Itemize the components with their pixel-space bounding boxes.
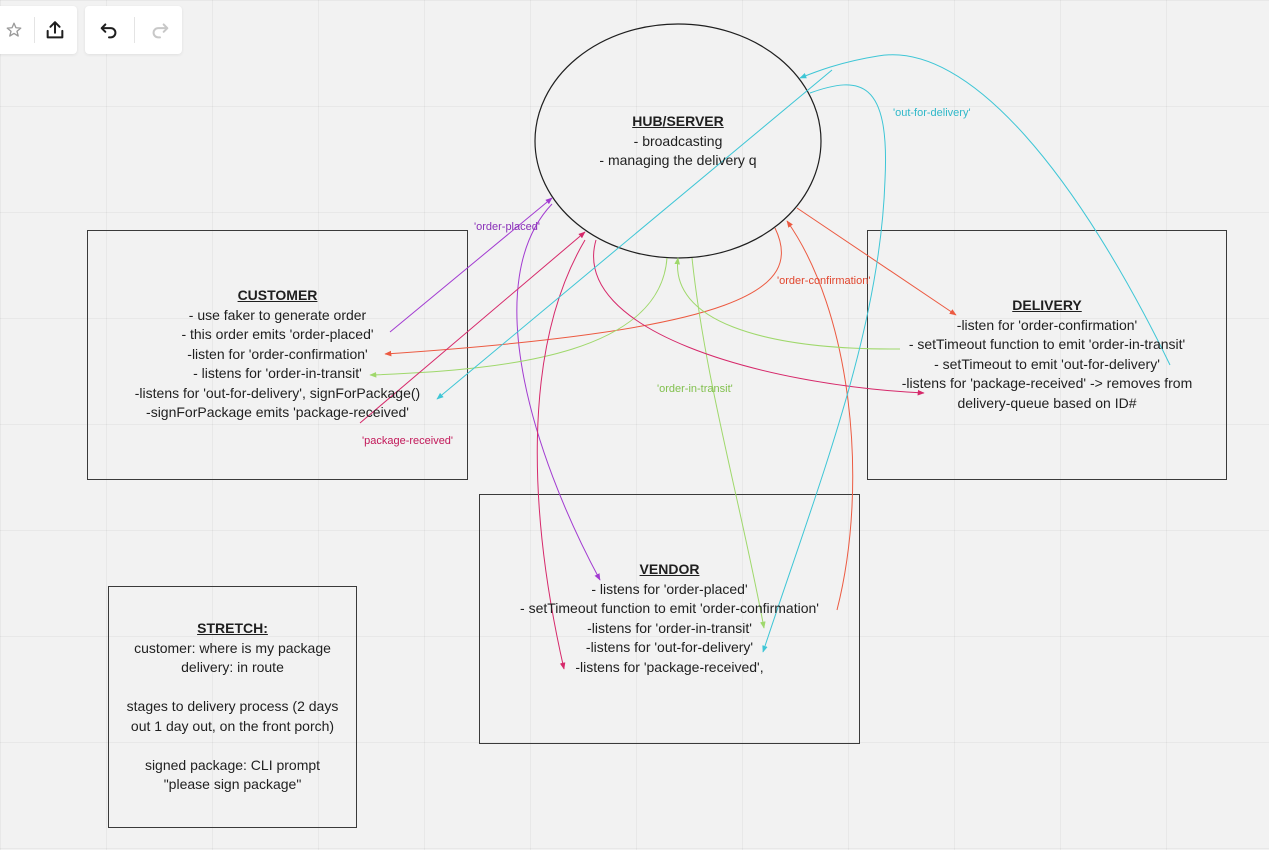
star-button[interactable] [0, 10, 34, 50]
label-out-for-delivery: 'out-for-delivery' [893, 107, 971, 119]
vendor-text: VENDOR - listens for 'order-placed' - se… [489, 560, 850, 677]
hub-text: HUB/SERVER - broadcasting - managing the… [578, 112, 778, 171]
label-order-in-transit: 'order-in-transit' [657, 383, 733, 395]
toolbar-right [85, 6, 182, 54]
delivery-title: DELIVERY [1012, 297, 1082, 313]
share-icon [46, 21, 64, 39]
vendor-line: -listens for 'package-received', [575, 658, 764, 675]
customer-line: - listens for 'order-in-transit' [193, 365, 362, 381]
delivery-line: -listen for 'order-confirmation' [956, 316, 1138, 333]
vendor-line: - setTimeout function to emit 'order-con… [520, 600, 819, 616]
customer-line: - use faker to generate order [188, 306, 367, 323]
vendor-line: -listens for 'out-for-delivery' [585, 639, 754, 655]
stretch-line: out 1 day out, on the front porch) [130, 717, 335, 734]
vendor-line: - listens for 'order-placed' [591, 580, 748, 597]
stretch-blank-line [113, 736, 352, 756]
customer-text: CUSTOMER - use faker to generate order -… [107, 286, 448, 423]
undo-button[interactable] [89, 10, 129, 50]
stretch-line: signed package: CLI prompt [144, 756, 321, 773]
label-order-placed: 'order-placed' [474, 221, 540, 233]
stretch-box[interactable] [108, 586, 357, 828]
customer-line: -listen for 'order-confirmation' [187, 345, 368, 362]
redo-button[interactable] [140, 10, 180, 50]
hub-title: HUB/SERVER [632, 113, 724, 129]
toolbar-separator [34, 17, 35, 43]
delivery-line: - setTimeout function to emit 'order-in-… [908, 336, 1186, 352]
customer-line: -listens for 'out-for-delivery', signFor… [134, 384, 421, 401]
customer-line: -signForPackage emits 'package-received' [146, 404, 409, 420]
customer-title: CUSTOMER [237, 287, 318, 303]
undo-icon [100, 23, 117, 39]
toolbar-left [0, 6, 77, 54]
stretch-line: customer: where is my package [134, 639, 331, 656]
stretch-text: STRETCH: customer: where is my package d… [113, 619, 352, 795]
vendor-title: VENDOR [639, 561, 700, 577]
star-icon [6, 22, 22, 37]
stretch-line: delivery: in route [181, 659, 284, 675]
redo-icon [152, 23, 169, 39]
label-order-confirmation: 'order-confirmation' [777, 275, 870, 287]
delivery-line: -listens for 'package-received' -> remov… [901, 375, 1193, 391]
delivery-line: - setTimeout to emit 'out-for-delivery' [934, 355, 1160, 372]
share-button[interactable] [35, 10, 75, 50]
toolbar-separator [134, 17, 135, 43]
hub-line: - broadcasting [633, 132, 723, 149]
delivery-line: delivery-queue based on ID# [957, 394, 1137, 411]
stretch-line: stages to delivery process (2 days [126, 698, 339, 714]
delivery-text: DELIVERY -listen for 'order-confirmation… [877, 296, 1217, 413]
stretch-blank-line [113, 678, 352, 698]
hub-line: - managing the delivery q [599, 152, 757, 168]
customer-line: - this order emits 'order-placed' [181, 326, 374, 342]
stretch-title: STRETCH: [197, 620, 268, 636]
vendor-line: -listens for 'order-in-transit' [587, 619, 752, 636]
stretch-line: "please sign package" [163, 776, 302, 792]
